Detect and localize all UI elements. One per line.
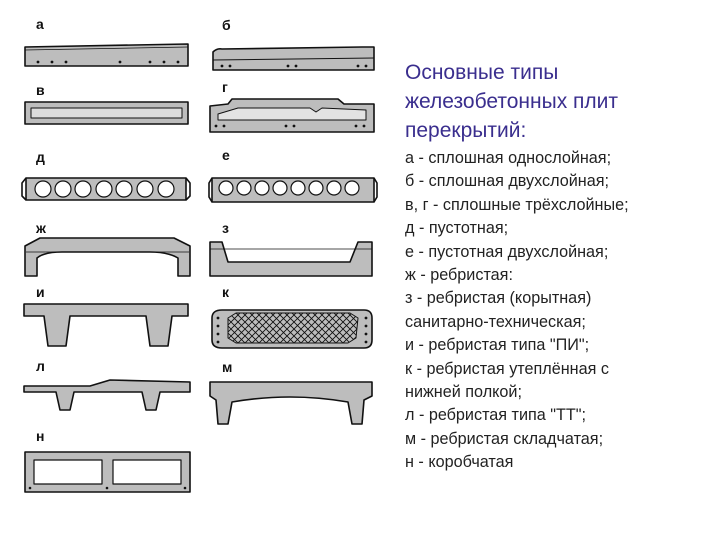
title-line: железобетонных плит bbox=[405, 90, 619, 113]
slab-e bbox=[208, 177, 378, 203]
slab-m bbox=[209, 381, 373, 425]
legend-item: ж - ребристая: bbox=[405, 266, 513, 285]
slab-l bbox=[23, 379, 191, 411]
label-k: к bbox=[222, 284, 230, 300]
legend-item: б - сплошная двухслойная; bbox=[405, 172, 610, 191]
title-line: перекрытий: bbox=[405, 119, 527, 142]
legend-item: санитарно-техническая; bbox=[405, 312, 586, 331]
title-line: Основные типы bbox=[405, 61, 559, 84]
label-v: в bbox=[36, 82, 45, 98]
page-title: Основные типы железобетонных плит перекр… bbox=[405, 58, 715, 145]
legend-item: е - пустотная двухслойная; bbox=[405, 242, 609, 261]
slab-i bbox=[23, 303, 189, 347]
description-panel: Основные типы железобетонных плит перекр… bbox=[405, 58, 715, 475]
legend-item: н - коробчатая bbox=[405, 453, 514, 472]
label-b: б bbox=[222, 17, 231, 33]
label-a: а bbox=[36, 16, 44, 32]
legend-item: а - сплошная однослойная; bbox=[405, 149, 612, 167]
label-m: м bbox=[222, 359, 232, 375]
label-i: и bbox=[36, 284, 45, 300]
slab-a bbox=[24, 43, 189, 67]
label-l: л bbox=[36, 358, 45, 374]
label-n: н bbox=[36, 428, 44, 444]
legend-item: м - ребристая складчатая; bbox=[405, 429, 604, 448]
slab-n bbox=[24, 451, 191, 493]
slab-types-figure: а б в г д е ж з и к л м н bbox=[21, 16, 378, 493]
legend-item: в, г - сплошные трёхслойные; bbox=[405, 195, 629, 214]
legend-item: нижней полкой; bbox=[405, 383, 522, 402]
legend-list: а - сплошная однослойная; б - сплошная д… bbox=[405, 147, 715, 475]
legend-item: к - ребристая утеплённая с bbox=[405, 359, 609, 378]
legend-item: д - пустотная; bbox=[405, 219, 509, 238]
slab-d bbox=[21, 177, 191, 201]
slab-z bbox=[209, 241, 373, 277]
legend-item: л - ребристая типа "ТТ"; bbox=[405, 406, 587, 425]
label-g: г bbox=[222, 79, 228, 95]
label-d: д bbox=[36, 149, 45, 165]
slab-g bbox=[209, 98, 375, 133]
slab-k bbox=[211, 309, 373, 349]
legend-item: и - ребристая типа "ПИ"; bbox=[405, 336, 590, 355]
label-z: з bbox=[222, 220, 229, 236]
label-e: е bbox=[222, 147, 230, 163]
label-zh: ж bbox=[35, 220, 47, 236]
legend-item: з - ребристая (корытная) bbox=[405, 289, 592, 308]
slab-v bbox=[24, 101, 189, 125]
slab-b bbox=[212, 46, 375, 71]
slab-zh bbox=[24, 237, 191, 277]
